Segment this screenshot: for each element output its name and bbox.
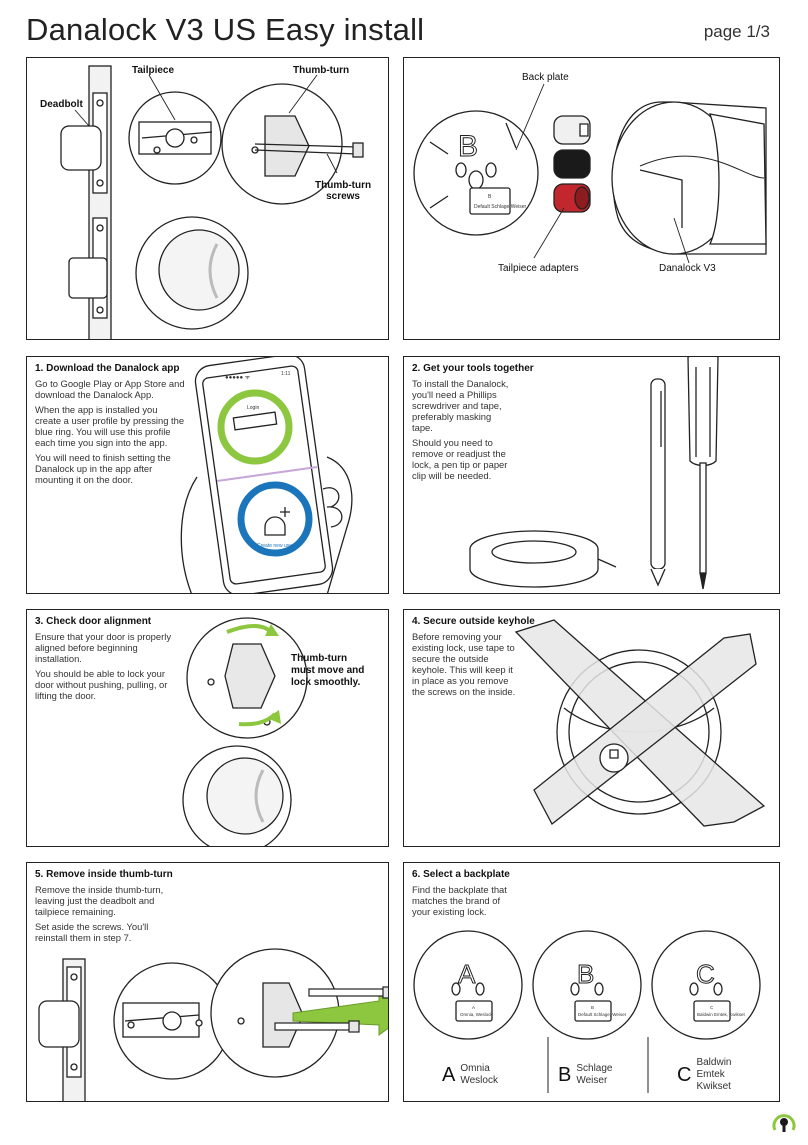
step-1-title: 1. Download the Danalock app bbox=[35, 363, 180, 374]
step-5-paragraph: Set aside the screws. You'll reinstall t… bbox=[35, 921, 149, 943]
brand-a: A Omnia Weslock bbox=[442, 1063, 498, 1087]
label-tailpiece-adapters: Tailpiece adapters bbox=[498, 263, 579, 274]
brand-name: Schlage bbox=[576, 1063, 613, 1074]
panel-danalock-overview: B B Default Schlage Weiser bbox=[403, 57, 780, 340]
step-1-paragraph: You will need to finish setting the Dana… bbox=[35, 452, 171, 485]
brand-c-names: Baldwin Emtek Kwikset bbox=[696, 1057, 731, 1093]
brand-name: Omnia bbox=[460, 1063, 490, 1074]
page-title: Danalock V3 US Easy install bbox=[26, 12, 425, 47]
step-5-text: Remove the inside thumb-turn, leaving ju… bbox=[35, 884, 175, 947]
danalock-overview-illustration: B B Default Schlage Weiser bbox=[413, 83, 767, 264]
panel-lock-overview: Tailpiece Thumb-turn Deadbolt Thumb-turn… bbox=[26, 57, 389, 340]
phone-time: 1:11 bbox=[281, 371, 291, 377]
brand-a-names: Omnia Weslock bbox=[460, 1063, 498, 1087]
brand-name: Baldwin bbox=[696, 1057, 732, 1068]
step-4-paragraph: Before removing your existing lock, use … bbox=[412, 631, 516, 697]
backplate-options-illustration: A B C A Omnia, Weslock B Default Schlage… bbox=[413, 930, 761, 1093]
brand-name: Weslock bbox=[460, 1075, 498, 1086]
step-1-text: Go to Google Play or App Store and downl… bbox=[35, 378, 185, 489]
brand-name: Kwikset bbox=[696, 1081, 731, 1092]
danalock-logo-icon bbox=[772, 1114, 796, 1132]
step-3-text: Ensure that your door is properly aligne… bbox=[35, 631, 175, 705]
label-tailpiece: Tailpiece bbox=[132, 65, 175, 76]
plate-c-tag-text: Baldwin Emtek, Kwikset bbox=[697, 1012, 746, 1017]
phone-create-user-label: Create new user bbox=[257, 543, 294, 549]
step-2-paragraph: To install the Danalock, you'll need a P… bbox=[412, 378, 509, 433]
panel-step-4: 4. Secure outside keyhole Before removin… bbox=[403, 609, 780, 847]
step-3-note: Thumb-turn must move and lock smoothly. bbox=[291, 653, 364, 689]
phone-status-dots: ●●●●● ᯤ bbox=[225, 375, 251, 381]
tools-illustration bbox=[469, 357, 719, 590]
plate-c-letter: C bbox=[696, 959, 715, 989]
step-3-paragraph: Ensure that your door is properly aligne… bbox=[35, 631, 172, 664]
step-3-note-line: must move and bbox=[291, 665, 365, 676]
label-thumb-turn-screws-line2: screws bbox=[326, 191, 360, 202]
plate-b-letter: B bbox=[577, 959, 594, 989]
step-3-note-line: Thumb-turn bbox=[291, 653, 348, 664]
brand-b-letter: B bbox=[558, 1063, 572, 1086]
plate-a-tag-text: Omnia, Weslock bbox=[460, 1012, 493, 1017]
panel-step-3: 3. Check door alignment Ensure that your… bbox=[26, 609, 389, 847]
step-2-paragraph: Should you need to remove or readjust th… bbox=[412, 437, 508, 481]
backplate-letter: B bbox=[458, 130, 478, 163]
step-6-text: Find the backplate that matches the bran… bbox=[412, 884, 516, 921]
step-2-text: To install the Danalock, you'll need a P… bbox=[412, 378, 514, 485]
label-deadbolt: Deadbolt bbox=[40, 99, 83, 110]
plate-a-letter: A bbox=[458, 959, 476, 989]
brand-name: Emtek bbox=[696, 1069, 725, 1080]
brand-c-letter: C bbox=[677, 1063, 692, 1086]
phone-login-label: Login bbox=[247, 405, 259, 411]
brand-name: Weiser bbox=[576, 1075, 608, 1086]
step-4-title: 4. Secure outside keyhole bbox=[412, 616, 535, 627]
step-6-title: 6. Select a backplate bbox=[412, 869, 510, 880]
step-6-paragraph: Find the backplate that matches the bran… bbox=[412, 884, 507, 917]
backplate-tag-letter: B bbox=[488, 194, 492, 200]
step-1-paragraph: When the app is installed you create a u… bbox=[35, 404, 185, 448]
page-number: page 1/3 bbox=[703, 22, 770, 41]
taped-keyhole-illustration bbox=[514, 619, 766, 827]
backplate-tag-text: Default Schlage Weiser bbox=[474, 204, 526, 210]
panel-step-2: 2. Get your tools together To install th… bbox=[403, 356, 780, 594]
brand-a-letter: A bbox=[442, 1063, 456, 1086]
plate-a-tag-letter: A bbox=[472, 1005, 475, 1010]
panel-step-6: 6. Select a backplate Find the backplate… bbox=[403, 862, 780, 1102]
step-3-note-line: lock smoothly. bbox=[291, 677, 361, 688]
label-thumb-turn-screws-line1: Thumb-turn bbox=[315, 180, 372, 191]
brand-c: C Baldwin Emtek Kwikset bbox=[677, 1057, 731, 1093]
step-2-title: 2. Get your tools together bbox=[412, 363, 534, 374]
plate-b-tag-text: Default Schlage, Weiser bbox=[578, 1012, 627, 1017]
remove-thumb-turn-illustration bbox=[38, 948, 388, 1101]
lock-overview-illustration bbox=[60, 65, 364, 339]
panel-step-1: 1. Download the Danalock app Go to Googl… bbox=[26, 356, 389, 594]
plate-c-tag-letter: C bbox=[710, 1005, 714, 1010]
plate-b-tag-letter: B bbox=[591, 1005, 594, 1010]
step-1-paragraph: Go to Google Play or App Store and downl… bbox=[35, 378, 185, 400]
step-5-paragraph: Remove the inside thumb-turn, leaving ju… bbox=[35, 884, 164, 917]
label-thumb-turn-screws: Thumb-turn screws bbox=[315, 180, 371, 202]
phone-app-illustration: ●●●●● ᯤ 1:11 Login Create new user bbox=[180, 357, 353, 593]
step-4-text: Before removing your existing lock, use … bbox=[412, 631, 516, 701]
brand-b-names: Schlage Weiser bbox=[576, 1063, 612, 1087]
label-thumb-turn: Thumb-turn bbox=[293, 65, 350, 76]
door-alignment-illustration bbox=[182, 617, 308, 846]
step-3-paragraph: You should be able to lock your door wit… bbox=[35, 668, 168, 701]
label-back-plate: Back plate bbox=[522, 72, 569, 83]
label-danalock-v3: Danalock V3 bbox=[659, 263, 716, 274]
panel-step-5: 5. Remove inside thumb-turn Remove the i… bbox=[26, 862, 389, 1102]
step-5-title: 5. Remove inside thumb-turn bbox=[35, 869, 173, 880]
step-3-title: 3. Check door alignment bbox=[35, 616, 152, 627]
brand-b: B Schlage Weiser bbox=[558, 1063, 612, 1087]
